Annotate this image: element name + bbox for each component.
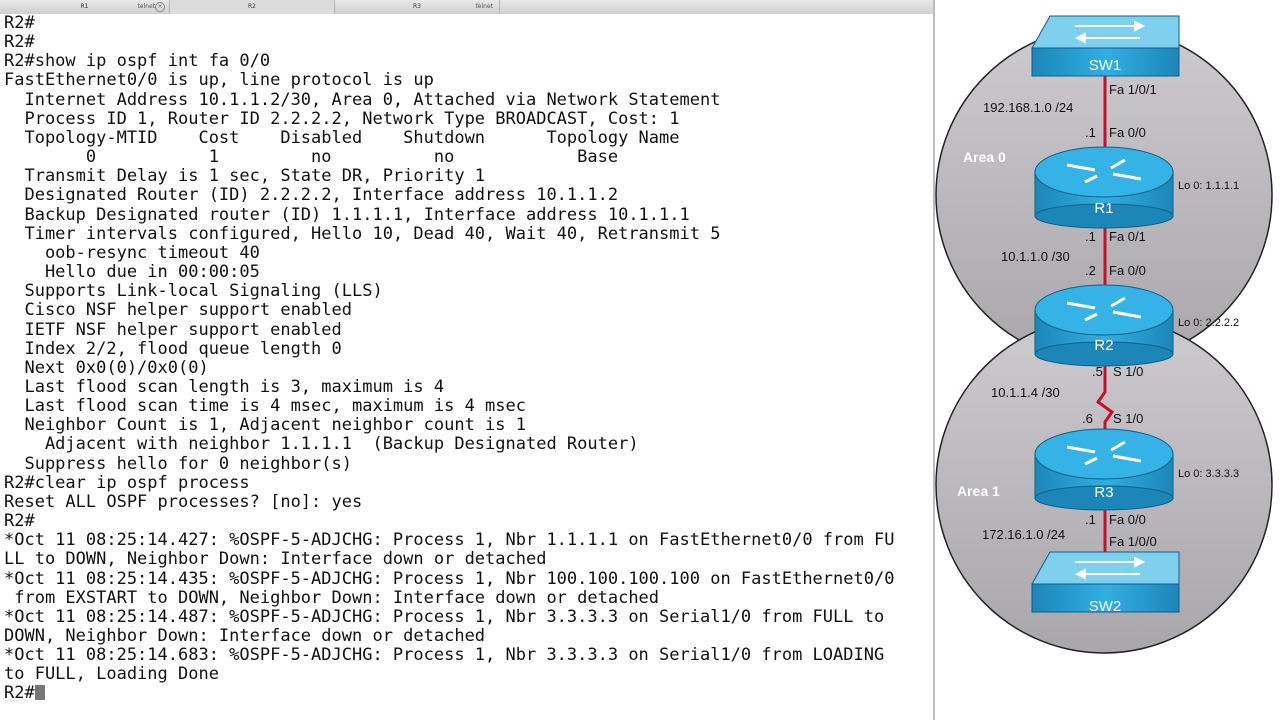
terminal-cursor: [34, 685, 45, 701]
area-0-label: Area 0: [963, 149, 1006, 165]
r1-fa01-host-label: .1: [1085, 229, 1096, 244]
terminal-line: R2#clear ip ospf process: [4, 472, 250, 493]
tab-sub-label: telnet: [137, 3, 155, 10]
terminal-output[interactable]: R2# R2# R2#show ip ospf int fa 0/0 FastE…: [0, 14, 933, 720]
r2-fa00-label: Fa 0/0: [1109, 263, 1146, 278]
subnet-r3-sw2: 172.16.1.0 /24: [982, 527, 1065, 542]
switch-sw2: [1031, 551, 1180, 613]
terminal-line: R2#show ip ospf int fa 0/0: [4, 51, 271, 72]
terminal-line: *Oct 11 08:25:14.683: %OSPF-5-ADJCHG: Pr…: [4, 645, 885, 666]
router-r3: [1034, 428, 1174, 511]
r3-fa00-label: Fa 0/0: [1109, 512, 1146, 527]
terminal-line: Adjacent with neighbor 1.1.1.1 (Backup D…: [44, 434, 639, 455]
terminal-line: *Oct 11 08:25:14.435: %OSPF-5-ADJCHG: Pr…: [4, 568, 895, 589]
r1-loopback-label: Lo 0: 1.1.1.1: [1178, 180, 1239, 192]
terminal-line: R2#: [4, 32, 35, 53]
r3-s10-label: S 1/0: [1113, 411, 1143, 426]
subnet-r1-r2: 10.1.1.0 /30: [1001, 249, 1070, 264]
terminal-line: Internet Address 10.1.1.2/30, Area 0, At…: [24, 89, 721, 110]
area-1-label: Area 1: [957, 483, 1000, 499]
terminal-line: Supports Link-local Signaling (LLS): [24, 281, 383, 302]
r2-s10-label: S 1/0: [1113, 364, 1143, 379]
terminal-line: R2#: [4, 511, 35, 532]
sw2-label: SW2: [1089, 598, 1122, 615]
terminal-text: R2# R2# R2#show ip ospf int fa 0/0 FastE…: [0, 14, 933, 704]
r2-loopback-label: Lo 0: 2.2.2.2: [1178, 317, 1239, 329]
subnet-sw1-r1: 192.168.1.0 /24: [983, 100, 1073, 115]
r1-fa00-label: Fa 0/0: [1109, 125, 1146, 140]
terminal-line: oob-resync timeout 40: [44, 242, 260, 263]
network-diagram: SW1 R1 R2 R3: [935, 0, 1280, 720]
terminal-line: Transmit Delay is 1 sec, State DR, Prior…: [24, 166, 486, 187]
r1-down-host-label: .1: [1085, 125, 1096, 140]
terminal-line: DOWN, Neighbor Down: Interface down or d…: [4, 626, 486, 646]
terminal-line: from EXSTART to DOWN, Neighbor Down: Int…: [14, 587, 660, 608]
r2-host-label: .2: [1085, 263, 1096, 278]
r3-s10-host-label: .6: [1082, 411, 1093, 426]
terminal-prompt: R2#: [4, 683, 35, 704]
tab-label: R1: [80, 3, 89, 10]
terminal-line: *Oct 11 08:25:14.487: %OSPF-5-ADJCHG: Pr…: [4, 606, 885, 627]
r1-fa01-label: Fa 0/1: [1109, 229, 1146, 244]
terminal-line: FastEthernet0/0 is up, line protocol is …: [4, 70, 434, 91]
r3-fa00-host-label: .1: [1085, 512, 1096, 527]
r3-label: R3: [1094, 484, 1113, 501]
router-r2: [1034, 284, 1174, 367]
terminal-line: Backup Designated router (ID) 1.1.1.1, I…: [24, 204, 690, 225]
tab-label: R2: [248, 3, 256, 10]
sw2-port-label: Fa 1/0/0: [1109, 534, 1157, 549]
terminal-line: Topology-MTID Cost Disabled Shutdown Top…: [24, 127, 680, 148]
switch-sw1: [1031, 15, 1180, 77]
sw1-label: SW1: [1089, 57, 1122, 74]
subnet-r2-r3: 10.1.1.4 /30: [991, 385, 1060, 400]
terminal-line: R2#: [4, 14, 35, 33]
terminal-line: Designated Router (ID) 2.2.2.2, Interfac…: [24, 185, 619, 206]
sw1-port-label: Fa 1/0/1: [1109, 82, 1157, 97]
close-icon[interactable]: ×: [155, 2, 165, 12]
terminal-line: 0 1 no no Base: [85, 147, 619, 168]
r1-label: R1: [1094, 200, 1113, 217]
terminal-line: Reset ALL OSPF processes? [no]: yes: [4, 491, 363, 512]
terminal-line: to FULL, Loading Done: [4, 664, 219, 685]
tab-r2[interactable]: R2: [170, 0, 335, 14]
terminal-line: Neighbor Count is 1, Adjacent neighbor c…: [24, 415, 526, 436]
terminal-tab-bar: R1 telnet × R2 R3 telnet: [0, 0, 933, 15]
pane-divider[interactable]: [933, 0, 935, 720]
topology-svg: SW1 R1 R2 R3: [935, 15, 1273, 654]
tab-r3[interactable]: R3 telnet: [335, 0, 500, 14]
terminal-line: Suppress hello for 0 neighbor(s): [24, 453, 352, 474]
terminal-line: LL to DOWN, Neighbor Down: Interface dow…: [4, 549, 547, 570]
tab-r1[interactable]: R1 telnet ×: [0, 0, 170, 14]
terminal-line: Index 2/2, flood queue length 0: [24, 338, 342, 359]
tab-sub-label: telnet: [475, 3, 493, 10]
terminal-line: Timer intervals configured, Hello 10, De…: [24, 223, 721, 244]
router-r1: [1034, 146, 1174, 229]
terminal-line: Last flood scan length is 3, maximum is …: [24, 376, 445, 397]
serial-link-r2-r3: [1095, 356, 1115, 432]
r2-label: R2: [1094, 337, 1113, 354]
tab-label: R3: [413, 3, 421, 10]
terminal-line: Next 0x0(0)/0x0(0): [24, 357, 209, 378]
terminal-line: Hello due in 00:00:05: [44, 262, 260, 283]
terminal-line: *Oct 11 08:25:14.427: %OSPF-5-ADJCHG: Pr…: [4, 530, 895, 551]
terminal-line: Last flood scan time is 4 msec, maximum …: [24, 396, 526, 417]
r2-s10-host-label: .5: [1092, 364, 1103, 379]
terminal-line: IETF NSF helper support enabled: [24, 319, 342, 340]
terminal-line: Cisco NSF helper support enabled: [24, 300, 352, 321]
r3-loopback-label: Lo 0: 3.3.3.3: [1178, 468, 1239, 480]
terminal-line: Process ID 1, Router ID 2.2.2.2, Network…: [24, 108, 680, 129]
